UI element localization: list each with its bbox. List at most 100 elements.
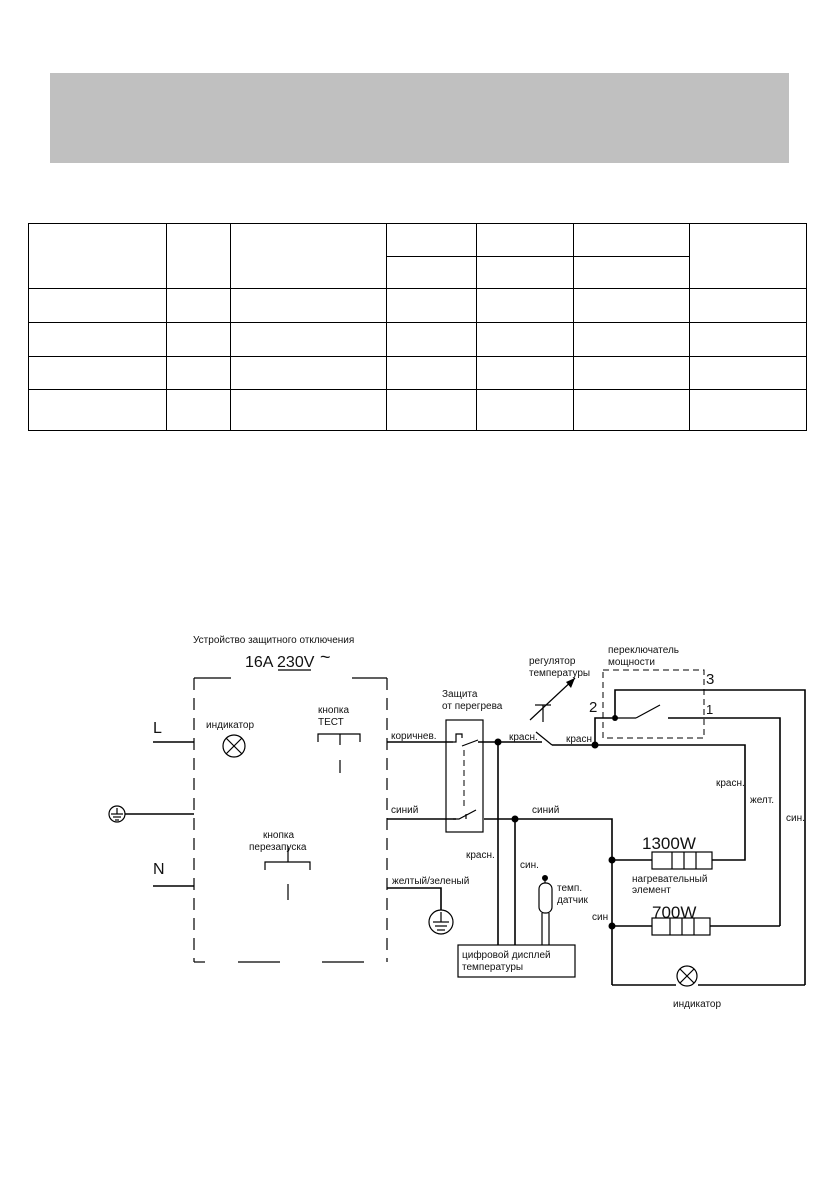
blue-node-label: син — [592, 912, 608, 923]
reset-button-label-2: перезапуска — [249, 842, 307, 853]
table-cell — [386, 288, 477, 323]
rcd-indicator-label: индикатор — [206, 720, 254, 731]
thermostat-icon — [529, 677, 576, 746]
reset-button-label-1: кнопка — [263, 830, 294, 841]
yellow-wire-label: желт. — [750, 795, 774, 806]
table-cell — [476, 356, 574, 390]
table-row — [28, 389, 807, 431]
table-cell — [166, 223, 231, 289]
lamp-label: индикатор — [673, 999, 721, 1010]
switch-pos-1: 1 — [706, 702, 713, 717]
ac-symbol: ~ — [320, 647, 331, 667]
display-label-2: температуры — [462, 962, 523, 973]
table-cell — [476, 223, 574, 257]
overheat-switch — [453, 733, 479, 820]
lamp-icon — [222, 734, 246, 758]
display-label-1: цифровой дисплей — [462, 949, 551, 961]
table-cell — [689, 223, 807, 289]
table-cell — [166, 288, 231, 323]
blue-wire-label-vertical: син. — [520, 860, 539, 871]
table-cell — [386, 256, 477, 289]
blue-wire-right — [484, 818, 613, 985]
thermostat-label-2: температуры — [529, 668, 590, 679]
blue-wire-label-right: синий — [532, 805, 559, 816]
line-L-label: L — [153, 720, 162, 737]
heater-1300-element — [651, 851, 713, 870]
table-cell — [230, 288, 387, 323]
thermostat-label-1: регулятор — [529, 656, 576, 667]
table-cell — [476, 322, 574, 357]
header-banner — [50, 73, 789, 163]
red-wire-label-1: красн. — [509, 732, 538, 743]
table-cell — [166, 322, 231, 357]
rcd-title: Устройство защитного отключения — [193, 635, 354, 646]
table-cell — [573, 389, 690, 431]
table-cell — [28, 322, 167, 357]
table-cell — [573, 223, 690, 257]
heater-1300-label: 1300W — [642, 834, 696, 853]
yellow-wire — [668, 717, 781, 926]
heater-label-2: элемент — [632, 885, 671, 896]
table-cell — [573, 356, 690, 390]
table-cell — [386, 389, 477, 431]
reset-button-icon — [264, 846, 311, 900]
heater-700-label: 700W — [652, 903, 696, 922]
table-cell — [230, 322, 387, 357]
junction-dot — [608, 856, 616, 864]
ground-icon — [428, 909, 454, 935]
earth-wire-label: желтый/зеленый — [392, 876, 469, 887]
junction-dot — [608, 922, 616, 930]
table-cell — [689, 356, 807, 390]
red-wire-label-right: красн. — [716, 778, 745, 789]
heater-700-element — [651, 917, 711, 936]
digital-display-box — [457, 944, 576, 978]
table-cell — [230, 356, 387, 390]
table-row — [28, 356, 807, 390]
test-button-icon — [317, 733, 361, 773]
table-cell — [166, 389, 231, 431]
table-cell — [573, 256, 690, 289]
table-cell — [230, 389, 387, 431]
rcd-box — [193, 677, 388, 963]
table-row — [28, 322, 807, 357]
table-cell — [28, 223, 167, 289]
blue-wire-label-far-right: син. — [786, 813, 805, 824]
table-cell — [28, 288, 167, 323]
earth-wire — [387, 887, 442, 910]
specification-table — [28, 223, 807, 431]
temp-sensor-icon — [538, 875, 553, 945]
blue-wire-left-label: синий — [391, 805, 418, 816]
table-cell — [689, 322, 807, 357]
table-cell — [386, 223, 477, 257]
red-wire-right — [595, 744, 746, 861]
power-switch-label-1: переключатель — [608, 645, 679, 656]
table-cell — [689, 288, 807, 323]
table-cell — [28, 389, 167, 431]
wiring-diagram: Устройство защитного отключения 16A 230V… — [108, 635, 806, 1010]
line-N-label: N — [153, 861, 165, 878]
switch-blade — [635, 704, 661, 719]
power-switch-box — [602, 669, 705, 739]
blue-wire-far-right — [614, 689, 806, 985]
overheat-label-2: от перегрева — [442, 701, 503, 712]
power-switch-label-2: мощности — [608, 657, 655, 668]
table-cell — [166, 356, 231, 390]
test-button-label-1: кнопка — [318, 705, 349, 716]
overheat-protector-box — [445, 719, 484, 833]
ground-icon — [108, 805, 126, 823]
temp-sensor-label-2: датчик — [557, 895, 589, 906]
table-row — [28, 223, 807, 289]
table-cell — [28, 356, 167, 390]
red-wire-label-2: красн — [566, 734, 592, 745]
table-cell — [386, 322, 477, 357]
temp-sensor-label-1: темп. — [557, 883, 582, 894]
table-cell — [386, 356, 477, 390]
lamp-icon — [676, 965, 698, 987]
switch-pos-2: 2 — [589, 699, 597, 716]
brown-wire-label: коричнев. — [391, 731, 437, 742]
switch-pos-3: 3 — [706, 671, 714, 688]
table-cell — [230, 223, 387, 289]
table-cell — [476, 256, 574, 289]
test-button-label-2: ТЕСТ — [318, 717, 344, 728]
rcd-rating: 16A 230V — [245, 654, 315, 671]
